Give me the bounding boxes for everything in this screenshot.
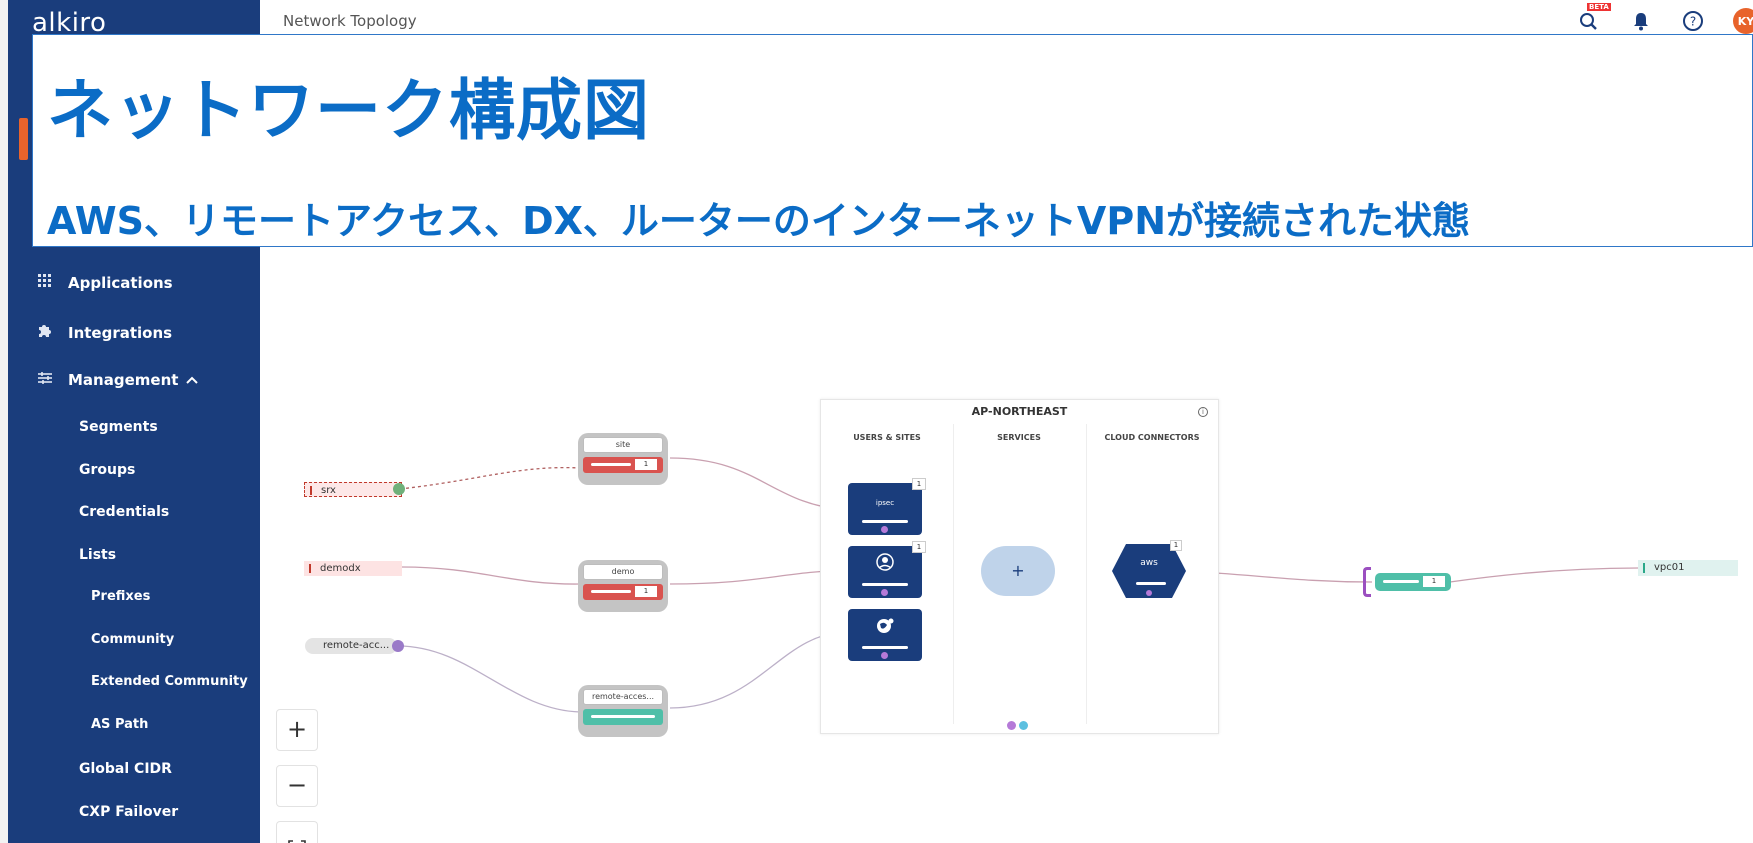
grid-icon bbox=[36, 274, 54, 292]
gateway-remote-access[interactable]: remote-acces... bbox=[578, 685, 668, 737]
page-title: Network Topology bbox=[283, 12, 417, 30]
sidebar-item-segments[interactable]: Segments bbox=[79, 419, 158, 435]
fit-view-button[interactable] bbox=[276, 821, 318, 843]
sidebar-item-extended-community[interactable]: Extended Community bbox=[91, 674, 248, 689]
column-divider bbox=[1086, 424, 1087, 724]
sliders-icon bbox=[36, 371, 54, 389]
gateway-bar: 1 bbox=[583, 584, 663, 600]
source-node-demodx[interactable]: demodx bbox=[304, 561, 402, 576]
sidebar-item-global-cidr[interactable]: Global CIDR bbox=[79, 761, 172, 777]
sidebar-item-prefixes[interactable]: Prefixes bbox=[91, 589, 151, 604]
gateway-site[interactable]: site 1 bbox=[578, 433, 668, 485]
sidebar-item-label: Applications bbox=[68, 274, 173, 292]
status-dot bbox=[881, 652, 888, 659]
service-dx[interactable]: 1 bbox=[848, 541, 926, 598]
avatar[interactable]: KY bbox=[1733, 8, 1753, 34]
gateway-label: demo bbox=[583, 564, 663, 580]
search-map-icon[interactable]: BETA bbox=[1577, 3, 1611, 33]
sidebar-item-applications[interactable]: Applications bbox=[36, 274, 173, 292]
vpc-gateway-count: 1 bbox=[1423, 576, 1445, 587]
top-icons: BETA ? KY bbox=[1577, 3, 1753, 34]
sidebar-item-management[interactable]: Management bbox=[36, 371, 199, 389]
service-remote-access[interactable] bbox=[848, 609, 922, 661]
app-logo[interactable]: alkiro bbox=[32, 8, 107, 38]
pager-dot[interactable] bbox=[1007, 721, 1016, 730]
link-remote-gw bbox=[397, 645, 581, 713]
remote-status-icon bbox=[392, 640, 404, 652]
service-count: 1 bbox=[912, 478, 926, 490]
node-label: remote-acc... bbox=[323, 640, 390, 651]
top-bar: Network Topology BETA ? KY bbox=[260, 0, 1753, 34]
column-cloud-connectors: CLOUD CONNECTORS bbox=[1104, 433, 1200, 442]
gateway-count: 1 bbox=[635, 459, 657, 470]
cloud-user-icon bbox=[875, 552, 895, 576]
service-ipsec[interactable]: 1 ipsec bbox=[848, 478, 926, 535]
service-count: 1 bbox=[912, 541, 926, 553]
column-services: SERVICES bbox=[997, 433, 1041, 442]
zoom-out-button[interactable]: − bbox=[276, 765, 318, 807]
svg-text:?: ? bbox=[1690, 15, 1696, 29]
sidebar-item-credentials[interactable]: Credentials bbox=[79, 504, 170, 520]
globe-icon bbox=[875, 617, 895, 639]
sidebar-item-label: Integrations bbox=[68, 324, 173, 342]
connector-count: 1 bbox=[1170, 540, 1182, 551]
annotation-subtitle: AWS、リモートアクセス、DX、ルーターのインターネットVPNが接続された状態 bbox=[47, 199, 1470, 243]
source-node-remote-access[interactable]: remote-acc... bbox=[305, 638, 397, 654]
help-icon[interactable]: ? bbox=[1681, 9, 1705, 33]
beta-badge: BETA bbox=[1587, 3, 1611, 11]
region-title: AP-NORTHEAST bbox=[971, 405, 1068, 418]
cloud-connector-aws[interactable]: aws 1 bbox=[1112, 540, 1186, 598]
source-node-srx[interactable]: srx bbox=[304, 482, 402, 497]
gateway-label: remote-acces... bbox=[583, 689, 663, 705]
vpc-node[interactable]: vpc01 bbox=[1638, 560, 1738, 576]
gateway-label: site bbox=[583, 437, 663, 453]
link-demodx-demo bbox=[401, 566, 581, 585]
sidebar-item-community[interactable]: Community bbox=[91, 632, 175, 647]
link-srx-site bbox=[399, 466, 581, 490]
node-label: demodx bbox=[320, 563, 361, 574]
status-dot bbox=[881, 589, 888, 596]
chevron-up-icon bbox=[186, 373, 199, 387]
vpc-bracket bbox=[1363, 567, 1371, 597]
puzzle-icon bbox=[36, 323, 54, 343]
left-edge-strip bbox=[0, 0, 8, 843]
column-divider bbox=[953, 424, 954, 724]
annotation-title: ネットワーク構成図 bbox=[47, 72, 650, 149]
bell-icon[interactable] bbox=[1629, 9, 1653, 33]
zoom-in-button[interactable]: + bbox=[276, 709, 318, 751]
sidebar-item-integrations[interactable]: Integrations bbox=[36, 323, 172, 343]
node-label: srx bbox=[321, 485, 336, 496]
add-service-button[interactable]: + bbox=[981, 546, 1055, 596]
check-status-icon bbox=[393, 483, 405, 495]
link-vpcgw-vpc bbox=[1449, 567, 1639, 583]
vpc-gateway[interactable]: 1 bbox=[1375, 573, 1451, 591]
sidebar-item-lists[interactable]: Lists bbox=[79, 547, 117, 563]
annotation-box: ネットワーク構成図 AWS、リモートアクセス、DX、ルーターのインターネットVP… bbox=[32, 34, 1753, 247]
sidebar-item-label: Management bbox=[68, 371, 179, 389]
aws-label: aws bbox=[1140, 558, 1158, 568]
pager-dot[interactable] bbox=[1019, 721, 1028, 730]
sidebar-item-groups[interactable]: Groups bbox=[79, 462, 136, 478]
node-label: vpc01 bbox=[1654, 562, 1685, 573]
gateway-bar: 1 bbox=[583, 457, 663, 473]
column-users-sites: USERS & SITES bbox=[853, 433, 921, 442]
gateway-demo[interactable]: demo 1 bbox=[578, 560, 668, 612]
active-nav-marker bbox=[19, 118, 28, 160]
sidebar-item-cxp-failover[interactable]: CXP Failover bbox=[79, 804, 179, 820]
sidebar-item-as-path[interactable]: AS Path bbox=[91, 717, 149, 732]
service-label: ipsec bbox=[875, 499, 895, 507]
status-dot bbox=[881, 526, 888, 533]
gateway-bar bbox=[583, 709, 663, 725]
info-icon[interactable]: i bbox=[1198, 407, 1208, 417]
gateway-count: 1 bbox=[635, 586, 657, 597]
